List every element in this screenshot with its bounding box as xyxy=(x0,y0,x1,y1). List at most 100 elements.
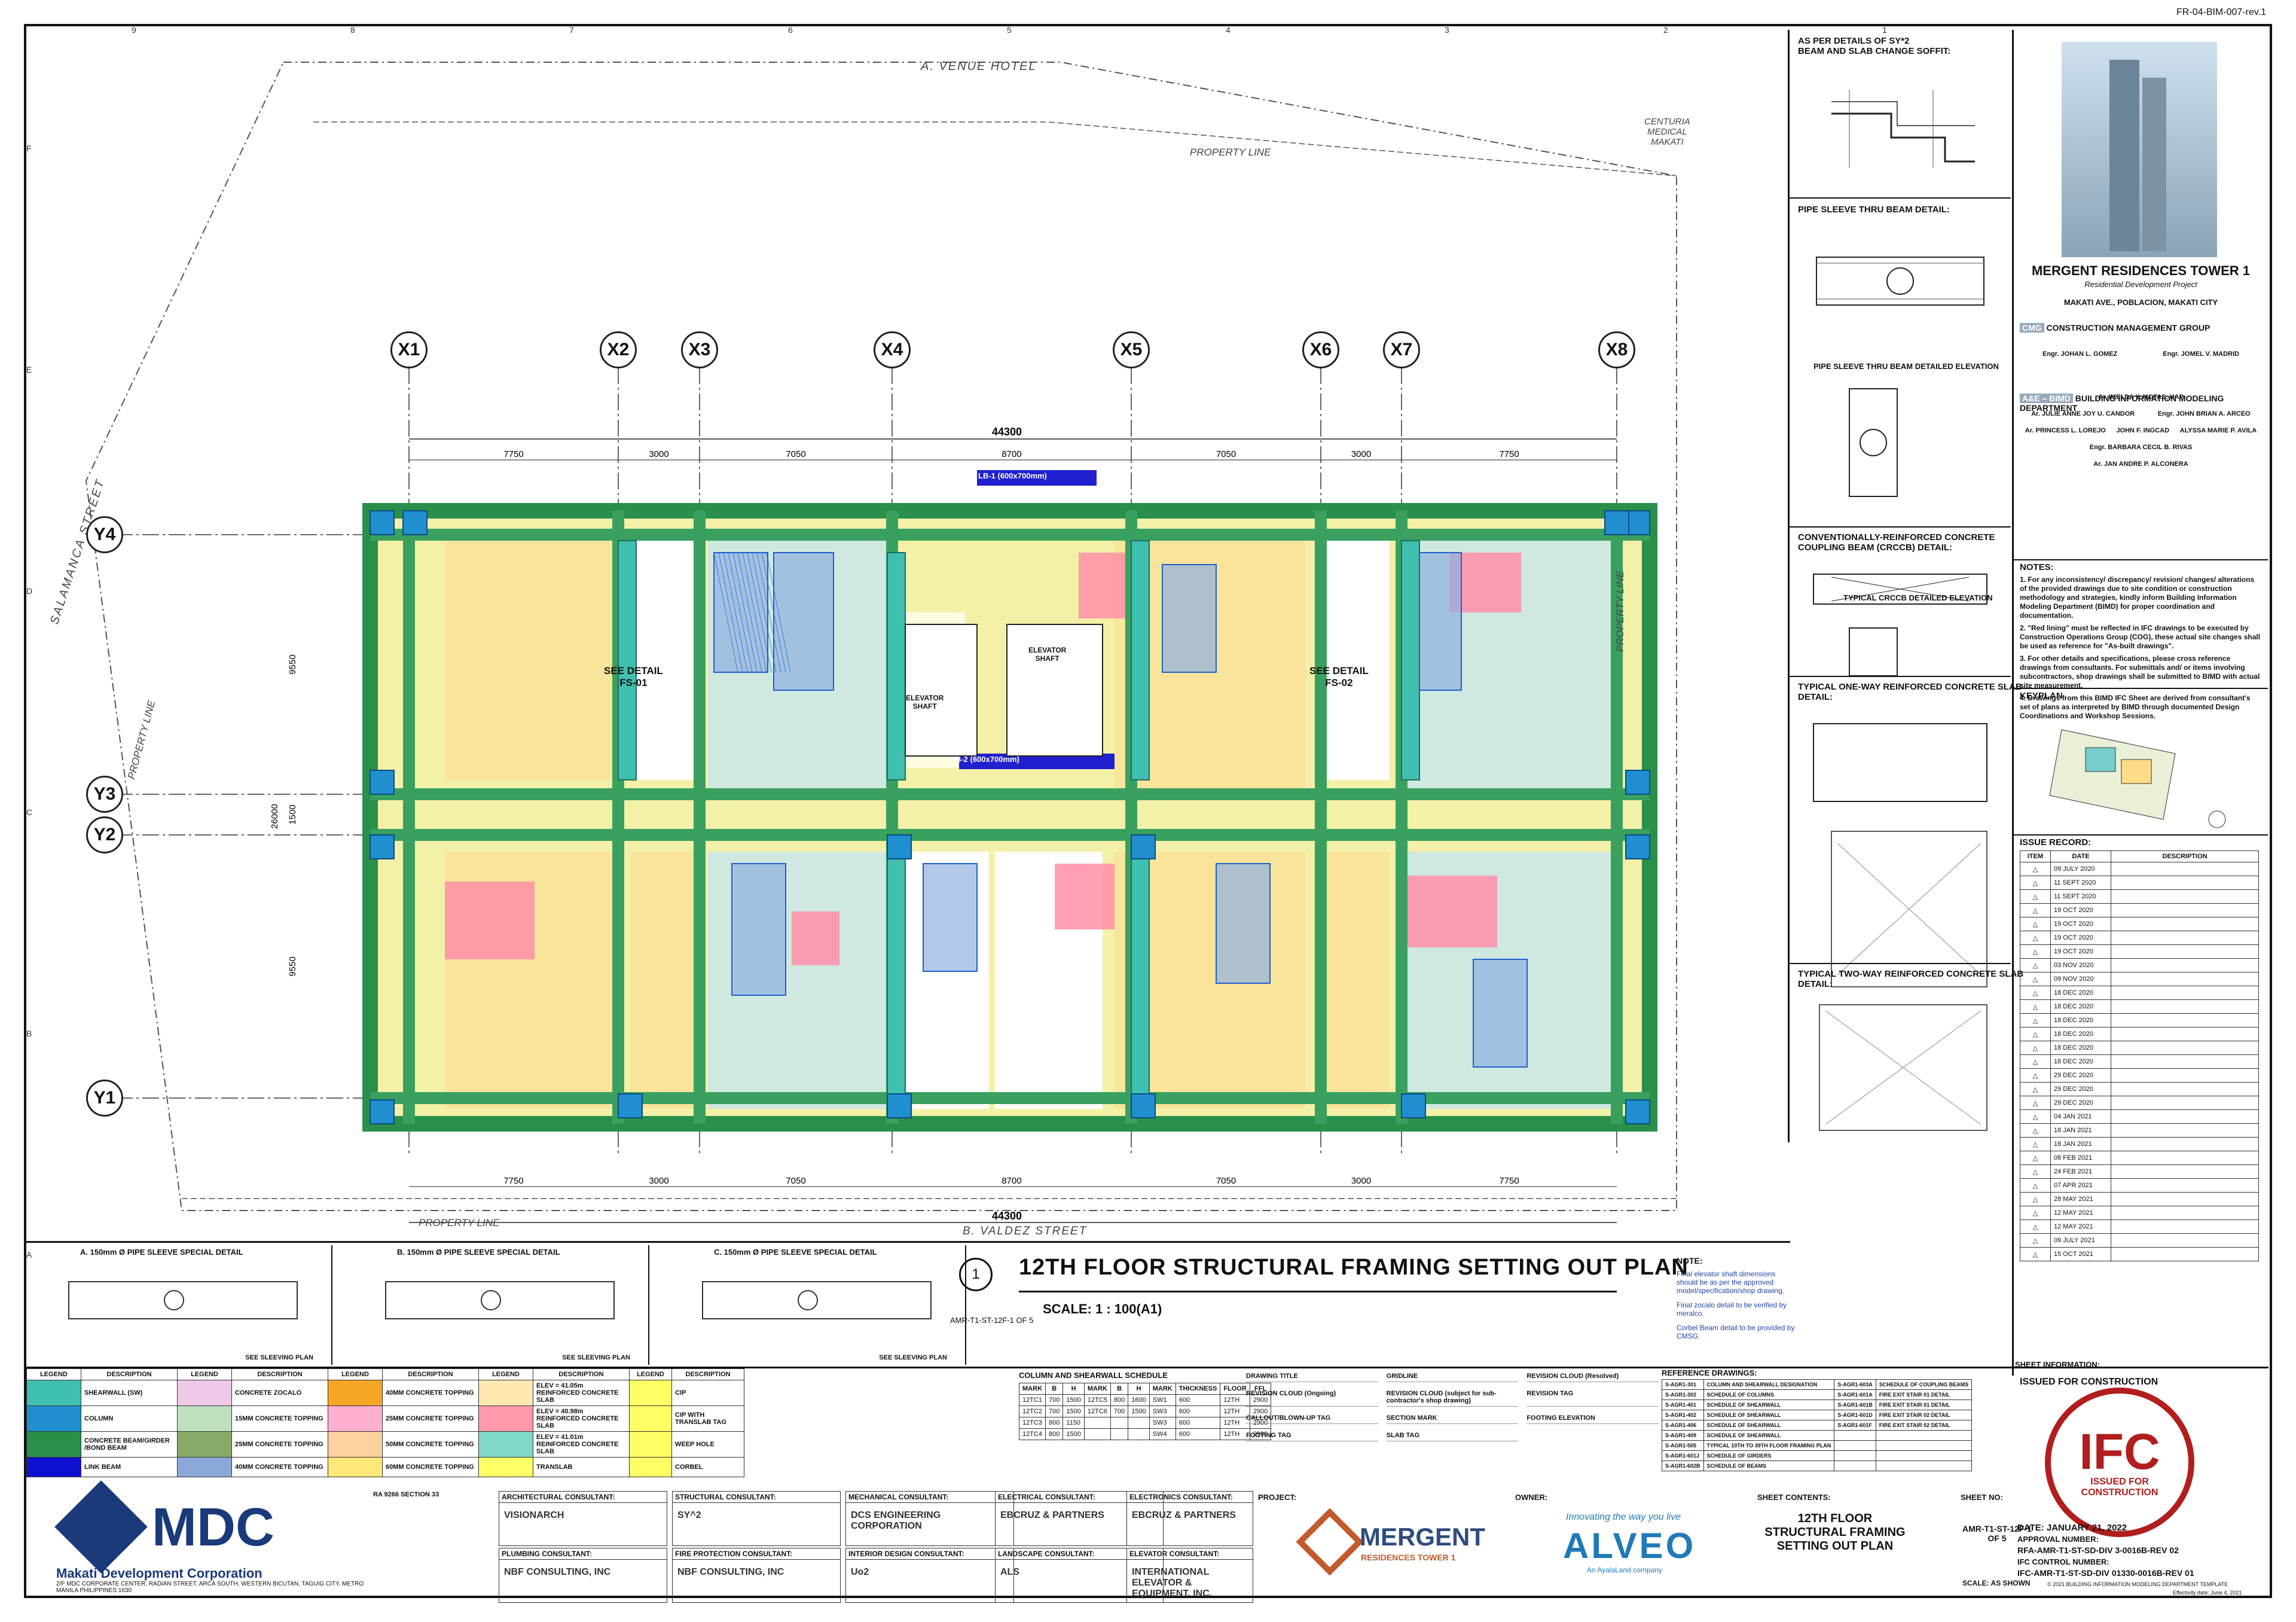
issue-row: △19 OCT 2020 xyxy=(2020,931,2259,945)
ref-drawing-cell: FIRE EXIT STAIR 02 DETAIL xyxy=(1875,1420,1973,1431)
consultant-box: STRUCTURAL CONSULTANT:SY^2 xyxy=(672,1491,841,1546)
slab-area xyxy=(630,541,702,780)
drawing-sheet-border xyxy=(24,24,2272,1598)
issue-row: △19 OCT 2020 xyxy=(2020,917,2259,931)
issue-date-cell: 29 DEC 2020 xyxy=(2050,1082,2111,1096)
column-schedule-cell: 700 xyxy=(1045,1394,1064,1406)
consultant-label: PLUMBING CONSULTANT: xyxy=(499,1548,667,1560)
issue-item-cell: △ xyxy=(2020,862,2051,876)
see-detail-fs02: SEE DETAIL FS-02 xyxy=(1309,665,1369,688)
consultant-name: SY^2 xyxy=(677,1510,701,1520)
issue-row: △18 JAN 2021 xyxy=(2020,1123,2259,1138)
bottom-dimension: 8700 xyxy=(1002,1176,1021,1186)
column xyxy=(1131,834,1156,859)
legend-desc: 25MM CONCRETE TOPPING xyxy=(382,1405,479,1432)
sheet-date: DATE: JANUARY 21, 2022 xyxy=(2017,1523,2127,1533)
legend-header: LEGEND xyxy=(26,1368,81,1380)
signatory-name: JOHN F. INGCAD xyxy=(2116,427,2170,434)
legend-swatch xyxy=(26,1457,81,1477)
legend-swatch xyxy=(629,1431,672,1458)
column-schedule-cell: 800 xyxy=(1045,1417,1064,1429)
top-grid-number: 1 xyxy=(1882,25,1887,35)
issue-desc-cell xyxy=(2111,1219,2259,1234)
issue-date-cell: 15 OCT 2021 xyxy=(2050,1247,2111,1261)
consultant-box: ELECTRICAL CONSULTANT:EBCRUZ & PARTNERS xyxy=(995,1491,1164,1546)
detail-pipe-sleeve-title: PIPE SLEEVE THRU BEAM DETAIL: xyxy=(1798,205,1950,215)
column xyxy=(370,770,395,795)
detail-soffit-drawing xyxy=(1831,90,1975,167)
issue-row: △24 FEB 2021 xyxy=(2020,1164,2259,1179)
issue-desc-cell xyxy=(2111,1247,2259,1261)
top-grid-number: 6 xyxy=(788,25,793,35)
symbol-item: REVISION CLOUD (subject for sub-contract… xyxy=(1386,1388,1519,1407)
hatch-line xyxy=(723,552,748,673)
legend-header: LEGEND xyxy=(328,1368,383,1380)
alveo-name: ALVEO xyxy=(1563,1526,1696,1566)
column-axis-bubble: X1 xyxy=(390,331,428,368)
column-schedule-header-cell: B xyxy=(1045,1383,1064,1395)
row-axis-bubble: Y2 xyxy=(86,816,123,853)
issue-date-cell: 24 FEB 2021 xyxy=(2050,1164,2111,1179)
issue-row: △08 FEB 2021 xyxy=(2020,1151,2259,1165)
sheet-info-label: SHEET INFORMATION: xyxy=(2015,1360,2100,1369)
issue-desc-cell xyxy=(2111,1027,2259,1041)
pipe-sleeve-section xyxy=(1849,388,1898,497)
issue-date-cell: 19 OCT 2020 xyxy=(2050,917,2111,931)
property-line-right: PROPERTY LINE xyxy=(1614,571,1626,652)
column-schedule-cell xyxy=(1110,1417,1129,1429)
issue-desc-cell xyxy=(2111,986,2259,1000)
hatch-line xyxy=(747,552,772,673)
signatory-name: Ar. JAN ANDRE P. ALCONERA xyxy=(2093,461,2188,468)
symbol-item: REVISION CLOUD (Resolved) xyxy=(1526,1371,1659,1382)
issue-record-title: ISSUE RECORD: xyxy=(2020,837,2092,847)
hatch-line xyxy=(713,552,738,673)
elevator-shaft-1: ELEVATOR SHAFT xyxy=(906,694,944,711)
legend-swatch xyxy=(478,1431,533,1458)
detail-soffit-title: AS PER DETAILS OF SY*2 BEAM AND SLAB CHA… xyxy=(1798,36,1951,56)
symbol-item: FOOTING TAG xyxy=(1246,1430,1378,1441)
note-item: 1. For any inconsistency/ discrepancy/ r… xyxy=(2020,575,2255,620)
issue-item-cell: △ xyxy=(2020,889,2051,904)
column xyxy=(1604,510,1629,535)
top-dimension: 7050 xyxy=(786,449,805,459)
issue-row: △09 NOV 2020 xyxy=(2020,972,2259,986)
column-axis-bubble: X4 xyxy=(874,331,911,368)
consultant-box: INTERIOR DESIGN CONSULTANT:Uo2 xyxy=(845,1548,1014,1603)
top-grid-number: 7 xyxy=(569,25,574,35)
slab-zone-hatch xyxy=(731,863,786,996)
column-schedule-cell: 2900 xyxy=(1249,1405,1272,1417)
issue-item-cell: △ xyxy=(2020,958,2051,972)
sheet-no-label: SHEET NO: xyxy=(1961,1493,2003,1502)
plan-notes-title: NOTE: xyxy=(1677,1256,1703,1266)
doc-code: FR-04-BIM-007-rev.1 xyxy=(2176,7,2266,17)
hotel-label: A. VENUE HOTEL xyxy=(921,60,1037,73)
issue-header-cell: DESCRIPTION xyxy=(2111,850,2259,862)
mdc-logo-block: MDC Makati Development Corporation 2/F M… xyxy=(32,1480,373,1596)
elevator-shaft-box xyxy=(1006,624,1103,757)
row-axis-bubble: Y1 xyxy=(86,1080,123,1117)
column-schedule-header-cell: H xyxy=(1062,1383,1085,1395)
ref-drawing-cell: SCHEDULE OF SHEARWALL xyxy=(1703,1430,1835,1441)
signatory-row: Ar. JAN ANDRE P. ALCONERA xyxy=(2020,461,2262,468)
ref-drawing-cell: SCHEDULE OF COLUMNS xyxy=(1703,1389,1835,1400)
legend-swatch xyxy=(177,1457,232,1477)
keyplan-drawing xyxy=(2049,729,2226,828)
ref-drawing-cell: S-AGR1-603A xyxy=(1834,1379,1876,1390)
consultant-box: ARCHITECTURAL CONSULTANT:VISIONARCH xyxy=(499,1491,667,1546)
consultant-box: ELEVATOR CONSULTANT:INTERNATIONAL ELEVAT… xyxy=(1126,1548,1253,1603)
column xyxy=(887,1093,912,1118)
issue-item-cell: △ xyxy=(2020,1068,2051,1083)
ref-drawing-cell: S-AGR1-301 xyxy=(1662,1379,1704,1390)
legend-desc: LINK BEAM xyxy=(81,1457,178,1477)
legend-desc: 40MM CONCRETE TOPPING xyxy=(382,1380,479,1406)
issue-item-cell: △ xyxy=(2020,1247,2051,1261)
column-schedule-cell: 12TH xyxy=(1220,1428,1250,1440)
consultant-name: EBCRUZ & PARTNERS xyxy=(1132,1510,1236,1520)
issue-row: △18 JAN 2021 xyxy=(2020,1137,2259,1151)
issue-desc-cell xyxy=(2111,903,2259,917)
link-beam-1 xyxy=(977,470,1097,486)
shearwall xyxy=(618,540,637,780)
